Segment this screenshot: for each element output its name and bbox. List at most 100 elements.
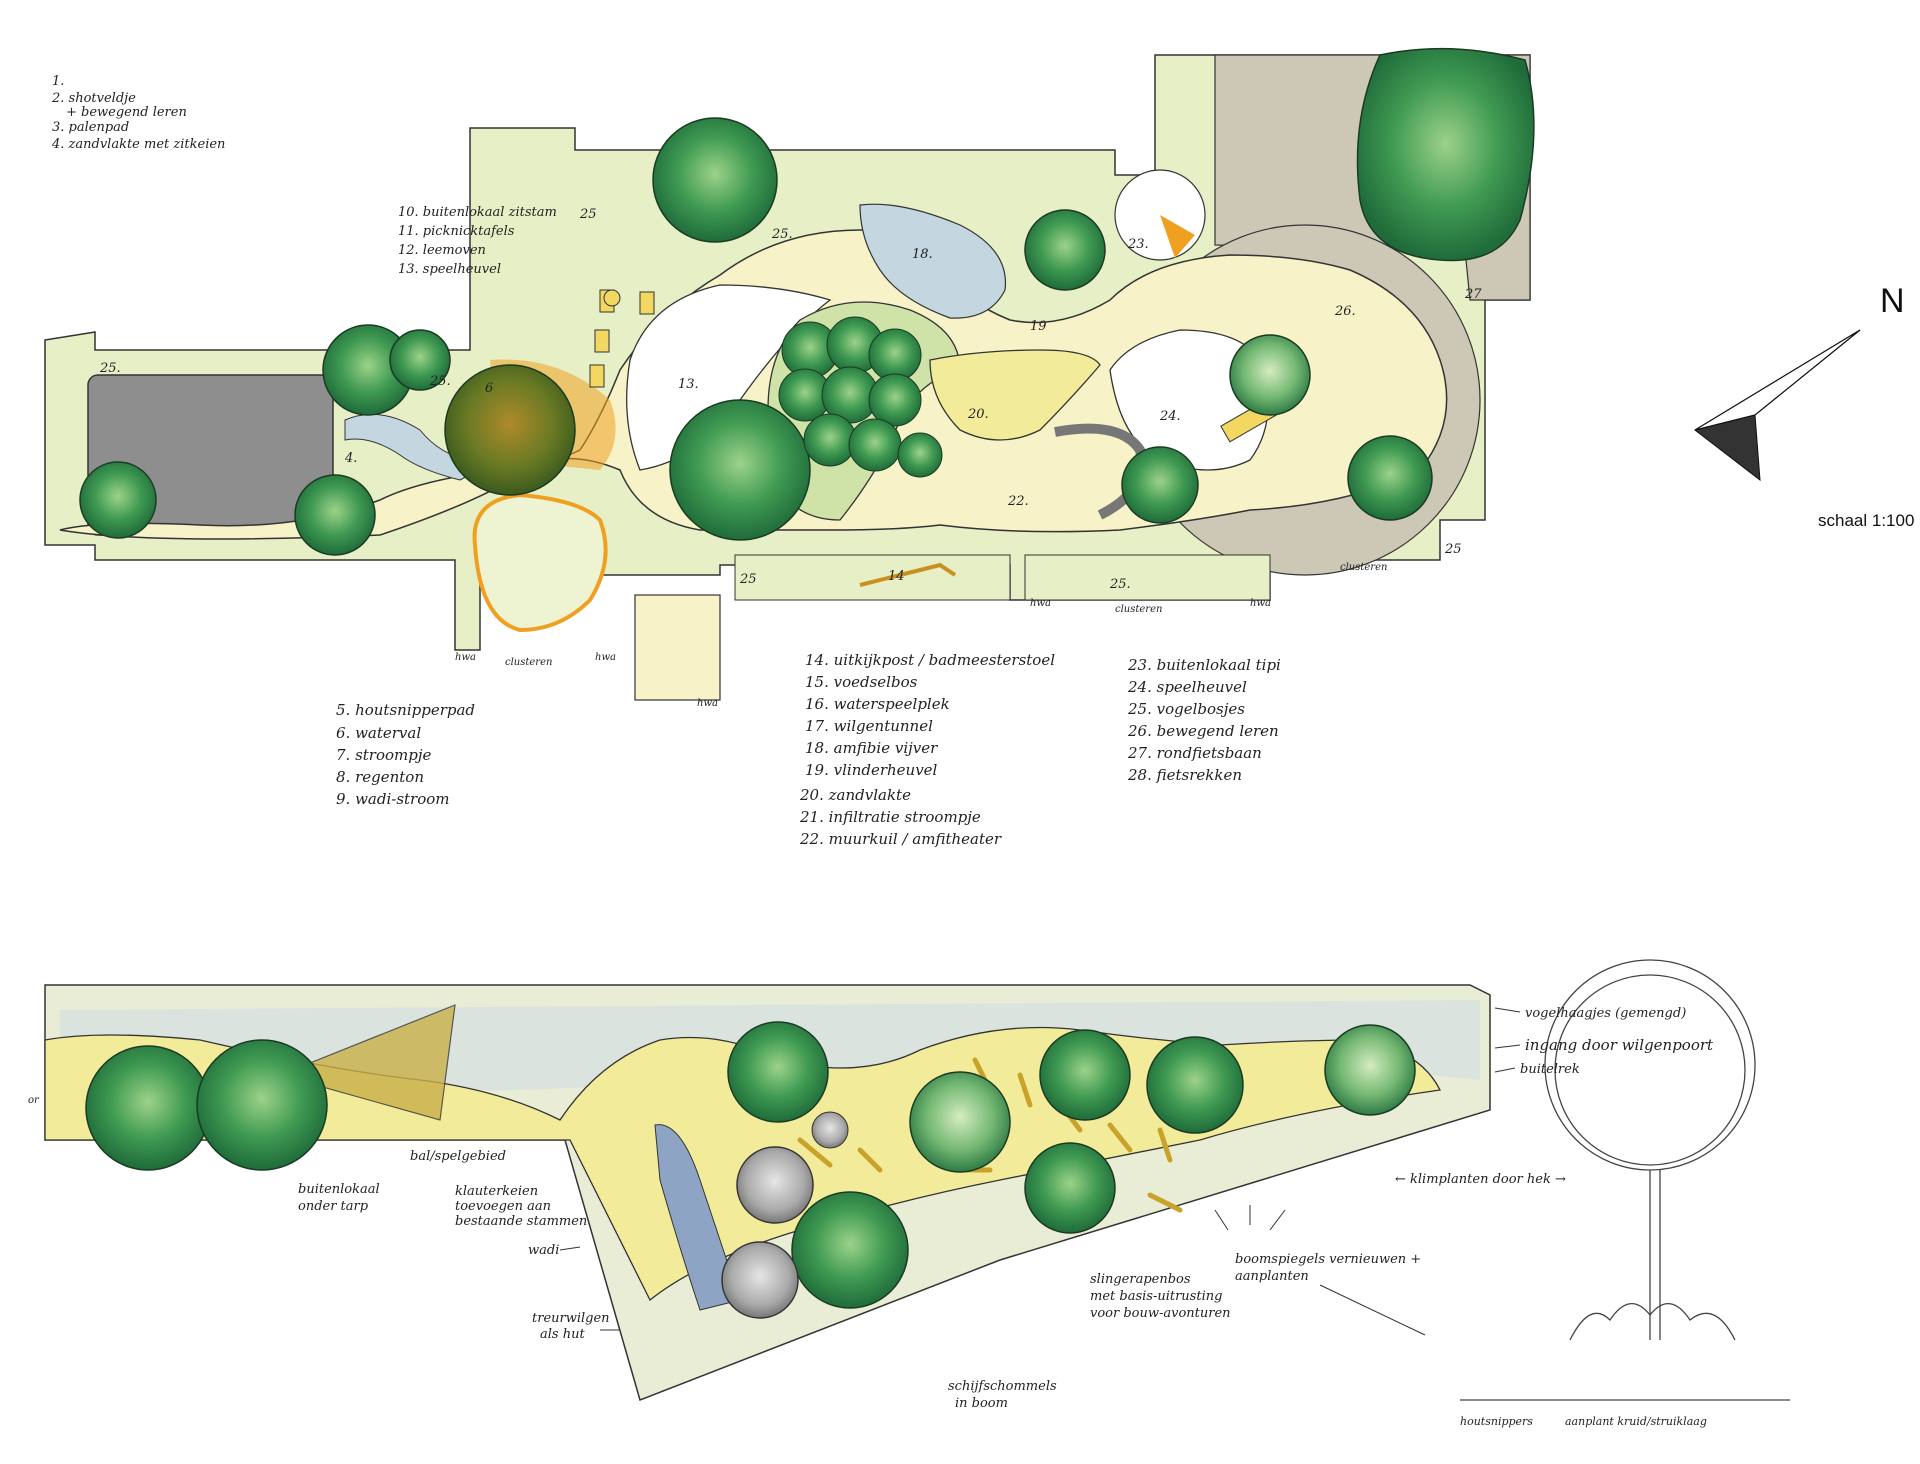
annotation: vogelhaagjes (gemengd)	[1525, 1006, 1686, 1021]
hwa-label: hwa	[1250, 598, 1271, 609]
bench-strip-2	[1024, 554, 1271, 601]
amfibie-vijver	[859, 203, 1007, 319]
hwa-label: hwa	[595, 652, 616, 663]
legend-23: 23. buitenlokaal tipi 24. speelheuvel 25…	[1127, 656, 1281, 784]
legend-14-line: 18. amfibie vijver	[805, 739, 938, 757]
annotation: bal/spelgebied	[410, 1149, 506, 1164]
annotation: toevoegen aan	[455, 1199, 551, 1214]
plan-number: 26.	[1334, 304, 1356, 319]
plan-number: 18.	[912, 247, 933, 262]
annotation: houtsnippers	[1460, 1415, 1533, 1428]
legend-5-line: 8. regenton	[336, 768, 424, 786]
annotation: boomspiegels vernieuwen +	[1235, 1252, 1421, 1267]
legend-1-line: 4. zandvlakte met zitkeien	[51, 137, 225, 152]
legend-10-line: 10. buitenlokaal zitstam	[398, 205, 557, 220]
north-arrow	[1694, 329, 1861, 482]
legend-14-line: 22. muurkuil / amfitheater	[799, 830, 1002, 848]
annotation: ← klimplanten door hek →	[1395, 1172, 1566, 1187]
legend-1-line: 2. shotveldje	[51, 91, 136, 106]
leemoven	[603, 289, 621, 307]
legend-5-line: 7. stroompje	[336, 746, 432, 764]
annotation: wadi	[528, 1243, 559, 1258]
clusteren-label: clusteren	[505, 657, 552, 668]
south-trees	[85, 1021, 1416, 1319]
wadi-channel	[654, 1124, 741, 1311]
plan-numbers: 25. 25 25 25. 25. 25. 25 18. 19 23. 26. …	[99, 207, 1482, 592]
annotation: slingerapenbos	[1090, 1272, 1191, 1287]
legend-14-line: 19. vlinderheuvel	[805, 761, 938, 779]
hwa-label: hwa	[697, 698, 718, 709]
legend-1: 1. 2. shotveldje + bewegend leren 3. pal…	[51, 74, 225, 152]
legend-23-line: 25. vogelbosjes	[1127, 700, 1245, 718]
plan-number: 25	[1444, 542, 1462, 557]
plan-number: 25.	[771, 227, 793, 242]
plan-number: 20.	[967, 407, 989, 422]
hwa-label: hwa	[455, 652, 476, 663]
plan-number: 27	[1464, 287, 1482, 302]
plan-number: 25.	[1109, 577, 1131, 592]
entrance-block	[634, 594, 721, 701]
forest-ne	[1356, 47, 1535, 262]
plan-number: 6	[485, 381, 493, 396]
legend-14-line: 21. infiltratie stroompje	[799, 808, 981, 826]
annotation: treurwilgen	[532, 1311, 610, 1326]
picnic-tables	[589, 289, 655, 388]
annotation: met basis-uitrusting	[1090, 1289, 1222, 1304]
zandvlakte-shape	[929, 349, 1101, 441]
annotation: bestaande stammen	[455, 1214, 587, 1229]
legend-14: 14. uitkijkpost / badmeesterstoel 15. vo…	[799, 651, 1055, 848]
plan-number: 4.	[344, 451, 357, 466]
clusteren-label: clusteren	[1340, 562, 1387, 573]
legend-5: 5. houtsnipperpad 6. waterval 7. stroomp…	[336, 701, 475, 808]
legend-14-line: 20. zandvlakte	[799, 786, 911, 804]
plan-number: 25	[739, 572, 757, 587]
plan-number: 23.	[1127, 237, 1149, 252]
clusteren-label: clusteren	[1115, 604, 1162, 615]
annotation: schijfschommels	[948, 1379, 1057, 1394]
scale-label: schaal 1:100	[1818, 511, 1914, 530]
legend-5-line: 6. waterval	[336, 724, 421, 742]
annotation: voor bouw-avonturen	[1090, 1306, 1231, 1321]
annotation: onder tarp	[298, 1199, 369, 1214]
annotation: aanplanten	[1235, 1269, 1309, 1284]
legend-23-line: 26. bewegend leren	[1127, 722, 1279, 740]
annotation: aanplant kruid/struiklaag	[1565, 1415, 1707, 1428]
uitkijkpost	[859, 562, 957, 587]
tipi-wedge	[1160, 215, 1195, 258]
annotation: als hut	[540, 1327, 585, 1342]
legend-14-line: 15. voedselbos	[805, 673, 918, 691]
plan-number: 25	[579, 207, 597, 222]
legend-23-line: 28. fietsrekken	[1127, 766, 1242, 784]
annotation: klauterkeien	[455, 1184, 538, 1199]
infiltratie-loop	[472, 492, 608, 633]
plan-number: 25.	[429, 374, 451, 389]
legend-14-line: 14. uitkijkpost / badmeesterstoel	[805, 651, 1055, 669]
or-label: or	[28, 1095, 40, 1106]
legend-10-line: 13. speelheuvel	[398, 262, 501, 277]
legend-10-line: 12. leemoven	[398, 243, 486, 258]
tarp	[278, 1004, 456, 1121]
legend-1-line: 1.	[52, 74, 64, 89]
legend-1-line: + bewegend leren	[66, 105, 187, 120]
south-annotations: vogelhaagjes (gemengd) ingang door wilge…	[298, 1006, 1714, 1428]
annotation: buitelrek	[1520, 1062, 1580, 1077]
plan-number: 22.	[1007, 494, 1029, 509]
legend-5-line: 9. wadi-stroom	[336, 790, 450, 808]
annotation: ingang door wilgenpoort	[1525, 1036, 1714, 1054]
legend-14-line: 17. wilgentunnel	[805, 717, 933, 735]
annotation: in boom	[955, 1396, 1008, 1411]
plan-number: 13.	[678, 377, 699, 392]
leader-lines	[559, 1007, 1521, 1336]
legend-23-line: 27. rondfietsbaan	[1127, 744, 1262, 762]
north-trees	[79, 47, 1535, 556]
legend-1-line: 3. palenpad	[52, 120, 129, 135]
legend-10: 10. buitenlokaal zitstam 11. picknicktaf…	[398, 205, 557, 277]
annotation: buitenlokaal	[298, 1182, 380, 1197]
legend-23-line: 23. buitenlokaal tipi	[1127, 656, 1281, 674]
plan-number: 19	[1030, 319, 1047, 334]
sketch-tree	[1460, 959, 1790, 1401]
hwa-label: hwa	[1030, 598, 1051, 609]
legend-23-line: 24. speelheuvel	[1127, 678, 1247, 696]
legend-10-line: 11. picknicktafels	[398, 224, 515, 239]
